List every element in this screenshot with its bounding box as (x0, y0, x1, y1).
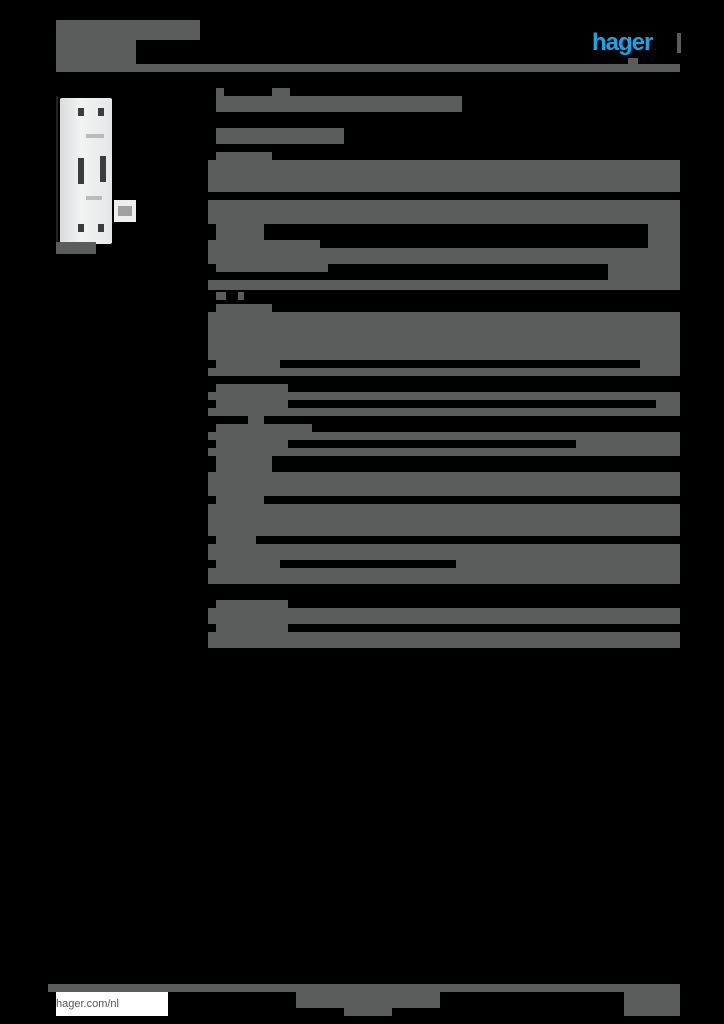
section-row (576, 440, 680, 448)
hager-logo: hager (592, 29, 653, 56)
section-row (208, 544, 680, 560)
section-row (208, 368, 680, 376)
section-row (208, 472, 680, 496)
section-row (656, 400, 680, 408)
product-title (56, 20, 200, 40)
main-heading (216, 96, 462, 112)
photo-detail (78, 158, 84, 184)
product-photo-plug (114, 200, 136, 222)
section-label (216, 292, 226, 300)
section-row (208, 608, 680, 624)
logo-frame (677, 33, 681, 53)
section-row (216, 360, 280, 368)
section-row (456, 560, 680, 568)
photo-detail (98, 108, 104, 116)
section-row (216, 496, 264, 504)
product-photo (60, 98, 112, 244)
main-heading-ascender (216, 88, 224, 96)
website-link-text[interactable]: hager.com/nl (56, 998, 119, 1010)
section-row (208, 448, 680, 456)
section-row (216, 264, 328, 272)
footer-center-text (296, 992, 440, 1008)
product-subtitle (56, 38, 136, 66)
image-caption (56, 242, 96, 254)
section-row (208, 432, 680, 440)
section-row (216, 456, 272, 472)
photo-detail (100, 156, 106, 182)
section-row (208, 280, 680, 290)
section-row (208, 504, 680, 536)
section-row (608, 264, 680, 280)
section-row (208, 568, 680, 584)
image-border-left (56, 96, 58, 244)
header-rule (56, 64, 680, 72)
photo-detail (86, 134, 104, 138)
section-row (208, 632, 680, 648)
photo-detail (78, 108, 84, 116)
section-row (208, 408, 680, 416)
section-label (216, 304, 272, 312)
photo-detail (78, 224, 84, 232)
section-label (216, 424, 312, 432)
section-row (208, 240, 320, 248)
section-row (216, 560, 280, 568)
section-row (216, 440, 288, 448)
photo-detail (98, 224, 104, 232)
section-row (208, 248, 656, 264)
main-subheading (216, 128, 344, 144)
website-link[interactable]: hager.com/nl (56, 992, 168, 1016)
section-row (208, 200, 680, 224)
section-row (208, 312, 680, 360)
section-row (208, 232, 648, 240)
footer-rule (48, 984, 680, 992)
footer-page (624, 984, 680, 1016)
section-row (216, 224, 264, 240)
section-row (208, 160, 680, 192)
footer-center-subtext (344, 1006, 392, 1016)
main-heading-ascender (272, 88, 290, 96)
section-row (640, 360, 680, 368)
photo-detail (86, 196, 102, 200)
section-row (208, 392, 680, 400)
logo-tick (628, 58, 638, 64)
section-row (248, 416, 264, 424)
section-label (238, 292, 244, 300)
